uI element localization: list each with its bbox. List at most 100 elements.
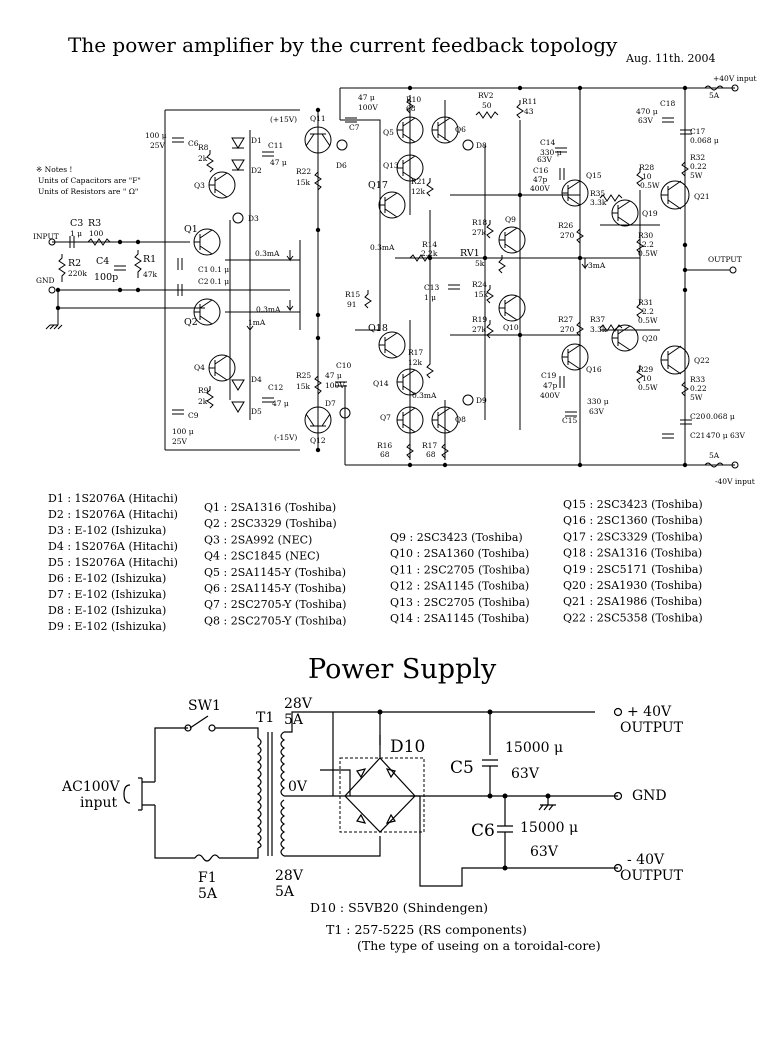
r27-label: R27: [558, 315, 573, 324]
r10-label: R10: [406, 95, 421, 104]
sec-bot-current: 5A: [275, 884, 295, 900]
q22-label: Q22: [694, 356, 710, 365]
c4-value: 100p: [94, 272, 118, 283]
c1-value: 0.1 μ: [210, 265, 229, 274]
sec-top-voltage: 28V: [284, 696, 313, 712]
d3-label: D3: [248, 214, 259, 223]
neg-rail-label: -40V input: [715, 477, 755, 486]
r21-value: 12k: [411, 187, 426, 196]
r26-value: 270: [560, 231, 575, 240]
transistor-part-4: Q4 : 2SC1845 (NEC): [204, 550, 320, 563]
c10-value: 47 μ: [325, 371, 342, 380]
d10-part-line: D10 : S5VB20 (Shindengen): [310, 900, 488, 915]
r3-value: 100: [89, 229, 104, 238]
rail-terminals: [48, 84, 739, 469]
c2-label: C2: [198, 277, 209, 286]
diode-part-8: D8 : E-102 (Ishizuka): [48, 604, 166, 617]
output-label: OUTPUT: [708, 255, 742, 264]
notes-line-3: Units of Resistors are " Ω": [38, 187, 138, 196]
q7-label: Q7: [380, 413, 391, 422]
q21-label: Q21: [694, 192, 710, 201]
ps-out-pos-terminal-icon: [613, 707, 623, 717]
capacitor-symbols: [69, 117, 692, 439]
c12-value: 47 μ: [272, 399, 289, 408]
r15-value: 91: [347, 300, 357, 309]
r22-label: R22: [296, 167, 311, 176]
r30-watt: 0.5W: [638, 249, 658, 258]
q3-label: Q3: [194, 181, 205, 190]
amp-wiring: [52, 87, 735, 466]
rv2-label: RV2: [478, 91, 494, 100]
transistor-q16-icon: [561, 343, 589, 371]
r28-label: R28: [639, 163, 654, 172]
r31-value: 2.2: [642, 307, 654, 316]
diode-part-5: D5 : 1S2076A (Hitachi): [48, 556, 178, 569]
r29-label: R29: [638, 365, 653, 374]
c21-label: C21: [690, 431, 705, 440]
r37-label: R37: [590, 315, 605, 324]
d4-label: D4: [251, 375, 262, 384]
current-i5: 3mA: [588, 261, 606, 270]
transistor-part-4: Q12 : 2SA1145 (Toshiba): [390, 580, 529, 593]
transistor-q1-icon: [193, 228, 221, 256]
c2-value: 0.1 μ: [210, 277, 229, 286]
transistor-q7-icon: [396, 406, 424, 434]
diodes-list: D1 : 1S2076A (Hitachi)D2 : 1S2076A (Hita…: [48, 492, 178, 633]
transistor-q14-icon: [396, 368, 424, 396]
transistor-part-7: Q21 : 2SA1986 (Toshiba): [563, 595, 702, 608]
sw1-label: SW1: [188, 698, 221, 714]
r22-value: 15k: [296, 178, 311, 187]
q16-label: Q16: [586, 365, 602, 374]
transistor-part-5: Q13 : 2SC2705 (Toshiba): [390, 596, 530, 609]
r16-label: R16: [377, 441, 392, 450]
c10-label: C10: [336, 361, 352, 370]
c14-label: C14: [540, 138, 556, 147]
minus15-label: (-15V): [274, 433, 297, 442]
date-label: Aug. 11th. 2004: [625, 52, 716, 65]
diode-part-9: D9 : E-102 (Ishizuka): [48, 620, 166, 633]
q1-label: Q1: [184, 224, 198, 235]
pos-rail-terminal-icon: [731, 84, 739, 92]
q12-label: Q12: [310, 436, 326, 445]
transistor-part-1: Q1 : 2SA1316 (Toshiba): [204, 501, 336, 514]
c14-voltage: 63V: [537, 155, 553, 164]
power-supply-title: Power Supply: [308, 654, 497, 685]
c15-label: C15: [562, 416, 578, 425]
diode-part-7: D7 : E-102 (Ishizuka): [48, 588, 166, 601]
transistor-q17-icon: [378, 191, 406, 219]
c6-value: 15000 μ: [520, 820, 578, 836]
q10-label: Q10: [503, 323, 519, 332]
transistor-q22-icon: [660, 345, 690, 375]
q18-label: Q18: [368, 323, 388, 334]
c9-voltage: 25V: [172, 437, 188, 446]
led-d8-icon: [462, 139, 474, 151]
r18-label: R18: [472, 218, 487, 227]
neg-rail-terminal-icon: [731, 461, 739, 469]
page-title: The power amplifier by the current feedb…: [68, 33, 618, 57]
q9-label: Q9: [505, 215, 516, 224]
fuse-pos-rating: 5A: [709, 91, 720, 100]
transistor-part-4: Q18 : 2SA1316 (Toshiba): [563, 547, 702, 560]
sec-top-current: 5A: [284, 712, 304, 728]
r33-watt: 5W: [690, 393, 703, 402]
ps-out-pos-line2: OUTPUT: [620, 720, 684, 736]
c17-label: C17: [690, 127, 706, 136]
q20-label: Q20: [642, 334, 658, 343]
led-d3-icon: [232, 212, 244, 224]
q8-label: Q8: [455, 415, 466, 424]
diode-part-4: D4 : 1S2076A (Hitachi): [48, 540, 178, 553]
r1-label: R1: [143, 254, 156, 265]
pos-rail-label: +40V input: [713, 74, 757, 83]
r16-value: 68: [380, 450, 390, 459]
r17b-value: 68: [426, 450, 436, 459]
r21-label: R21: [411, 177, 426, 186]
transistor-q2-icon: [193, 298, 221, 326]
ps-out-neg-terminal-icon: [613, 863, 623, 873]
r30-label: R30: [638, 231, 653, 240]
current-i3: 1mA: [248, 318, 266, 327]
r24-value: 15k: [474, 290, 489, 299]
d2-label: D2: [251, 166, 262, 175]
d10-label: D10: [390, 737, 425, 757]
transistor-q10-icon: [498, 294, 526, 322]
r2-label: R2: [68, 258, 81, 269]
